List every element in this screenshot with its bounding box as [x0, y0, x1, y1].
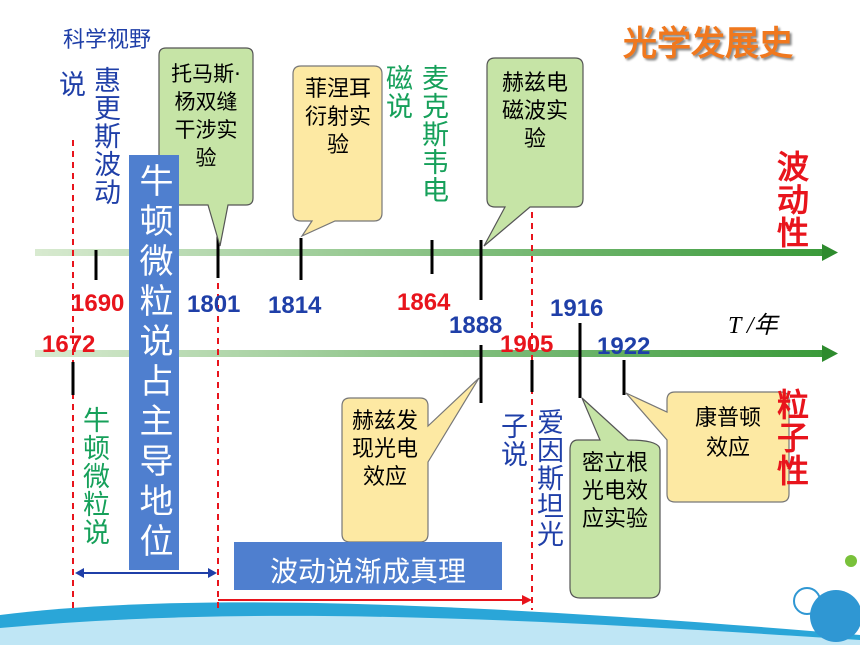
particle-axis-label: 粒子性 — [772, 388, 810, 487]
event-newton-dominance: 牛顿微粒说占主导地位 — [133, 163, 173, 563]
event-hertz-photo: 赫兹发现光电效应 — [351, 409, 418, 490]
year-1814: 1814 — [268, 292, 322, 319]
deco-circle-ring — [793, 587, 821, 615]
event-young: 托马斯·杨双缝干涉实验 — [171, 62, 241, 170]
event-millikan: 密立根光电效应实验 — [581, 451, 648, 532]
event-hertz-em: 赫兹电磁波实验 — [501, 71, 568, 152]
header-title: 光学发展史 — [623, 24, 793, 64]
year-1888: 1888 — [449, 312, 503, 339]
header-subtitle: 科学视野 — [63, 28, 152, 53]
wave-axis-label: 波动性 — [772, 150, 810, 249]
newton-dominance-box — [129, 155, 179, 570]
event-fresnel: 菲涅耳衍射实验 — [304, 77, 371, 158]
deco-circle-green — [845, 555, 857, 567]
wave-axis-arrow — [822, 244, 838, 261]
year-1672: 1672 — [42, 331, 96, 358]
callout-millikan — [569, 397, 661, 599]
callout-hertz-photo — [341, 377, 480, 543]
event-einstein-tail: 子说 — [496, 412, 527, 468]
event-newton-particle: 牛顿微粒说 — [78, 406, 109, 546]
particle-axis — [35, 350, 825, 357]
year-1864: 1864 — [397, 289, 451, 316]
deco-circle-large — [810, 590, 860, 642]
bottom-swoosh-light — [0, 615, 860, 645]
year-1922: 1922 — [597, 333, 651, 360]
event-huygens-wave: 惠更斯波动 — [89, 66, 120, 206]
particle-axis-arrow — [822, 345, 838, 362]
year-1905: 1905 — [500, 331, 554, 358]
event-compton: 康普顿效应 — [694, 406, 761, 461]
year-1916: 1916 — [550, 295, 604, 322]
event-huygens-wave-tail: 说 — [54, 70, 85, 98]
callout-fresnel — [292, 65, 383, 238]
year-1801: 1801 — [187, 291, 241, 318]
event-wave-truth: 波动说渐成真理 — [269, 555, 466, 588]
event-maxwell-tail: 磁说 — [381, 64, 412, 120]
callout-young — [158, 47, 254, 247]
time-axis-unit: T /年 — [728, 313, 778, 339]
callout-compton — [625, 391, 790, 503]
wave-axis — [35, 249, 825, 256]
wave-truth-box — [234, 542, 502, 590]
event-einstein: 爱因斯坦光 — [532, 408, 563, 548]
event-maxwell: 麦克斯韦电 — [417, 64, 448, 204]
year-1690: 1690 — [71, 290, 125, 317]
callout-hertz-em — [483, 57, 584, 247]
